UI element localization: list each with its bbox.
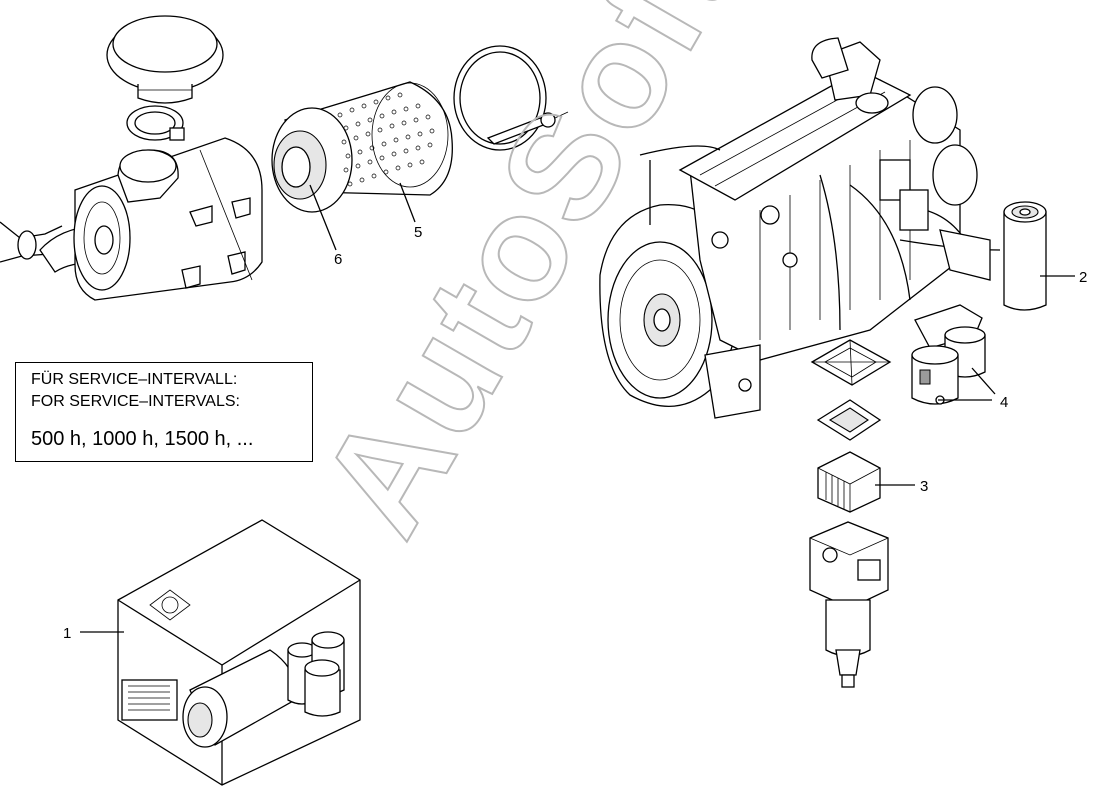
callout-6: 6 <box>334 251 342 268</box>
callout-labels: 1 2 3 4 5 6 <box>63 224 1087 642</box>
band-clamp-large <box>453 45 569 151</box>
note-line-english: FOR SERVICE–INTERVALS: <box>31 393 240 410</box>
callout-3: 3 <box>920 478 928 495</box>
service-interval-note: FÜR SERVICE–INTERVALL: FOR SERVICE–INTER… <box>15 362 313 462</box>
note-line-intervals: 500 h, 1000 h, 1500 h, ... <box>31 428 254 450</box>
leader-lines <box>80 182 1075 633</box>
cartridge-perforation <box>337 92 435 187</box>
fuel-filter-cartridge <box>1003 201 1047 311</box>
service-kit-box <box>117 519 361 786</box>
callout-1: 1 <box>63 625 71 642</box>
oil-filter-pair <box>911 304 986 405</box>
engine-block <box>599 37 1001 419</box>
callout-5: 5 <box>414 224 422 241</box>
fuel-prefilter-stack <box>809 339 892 688</box>
air-filter-cartridge <box>271 81 453 213</box>
note-line-german: FÜR SERVICE–INTERVALL: <box>31 371 238 388</box>
callout-2: 2 <box>1079 269 1087 286</box>
callout-4: 4 <box>1000 394 1008 411</box>
air-cap <box>106 15 224 104</box>
air-filter-housing <box>0 137 263 301</box>
hose-clamp-small <box>126 105 185 141</box>
